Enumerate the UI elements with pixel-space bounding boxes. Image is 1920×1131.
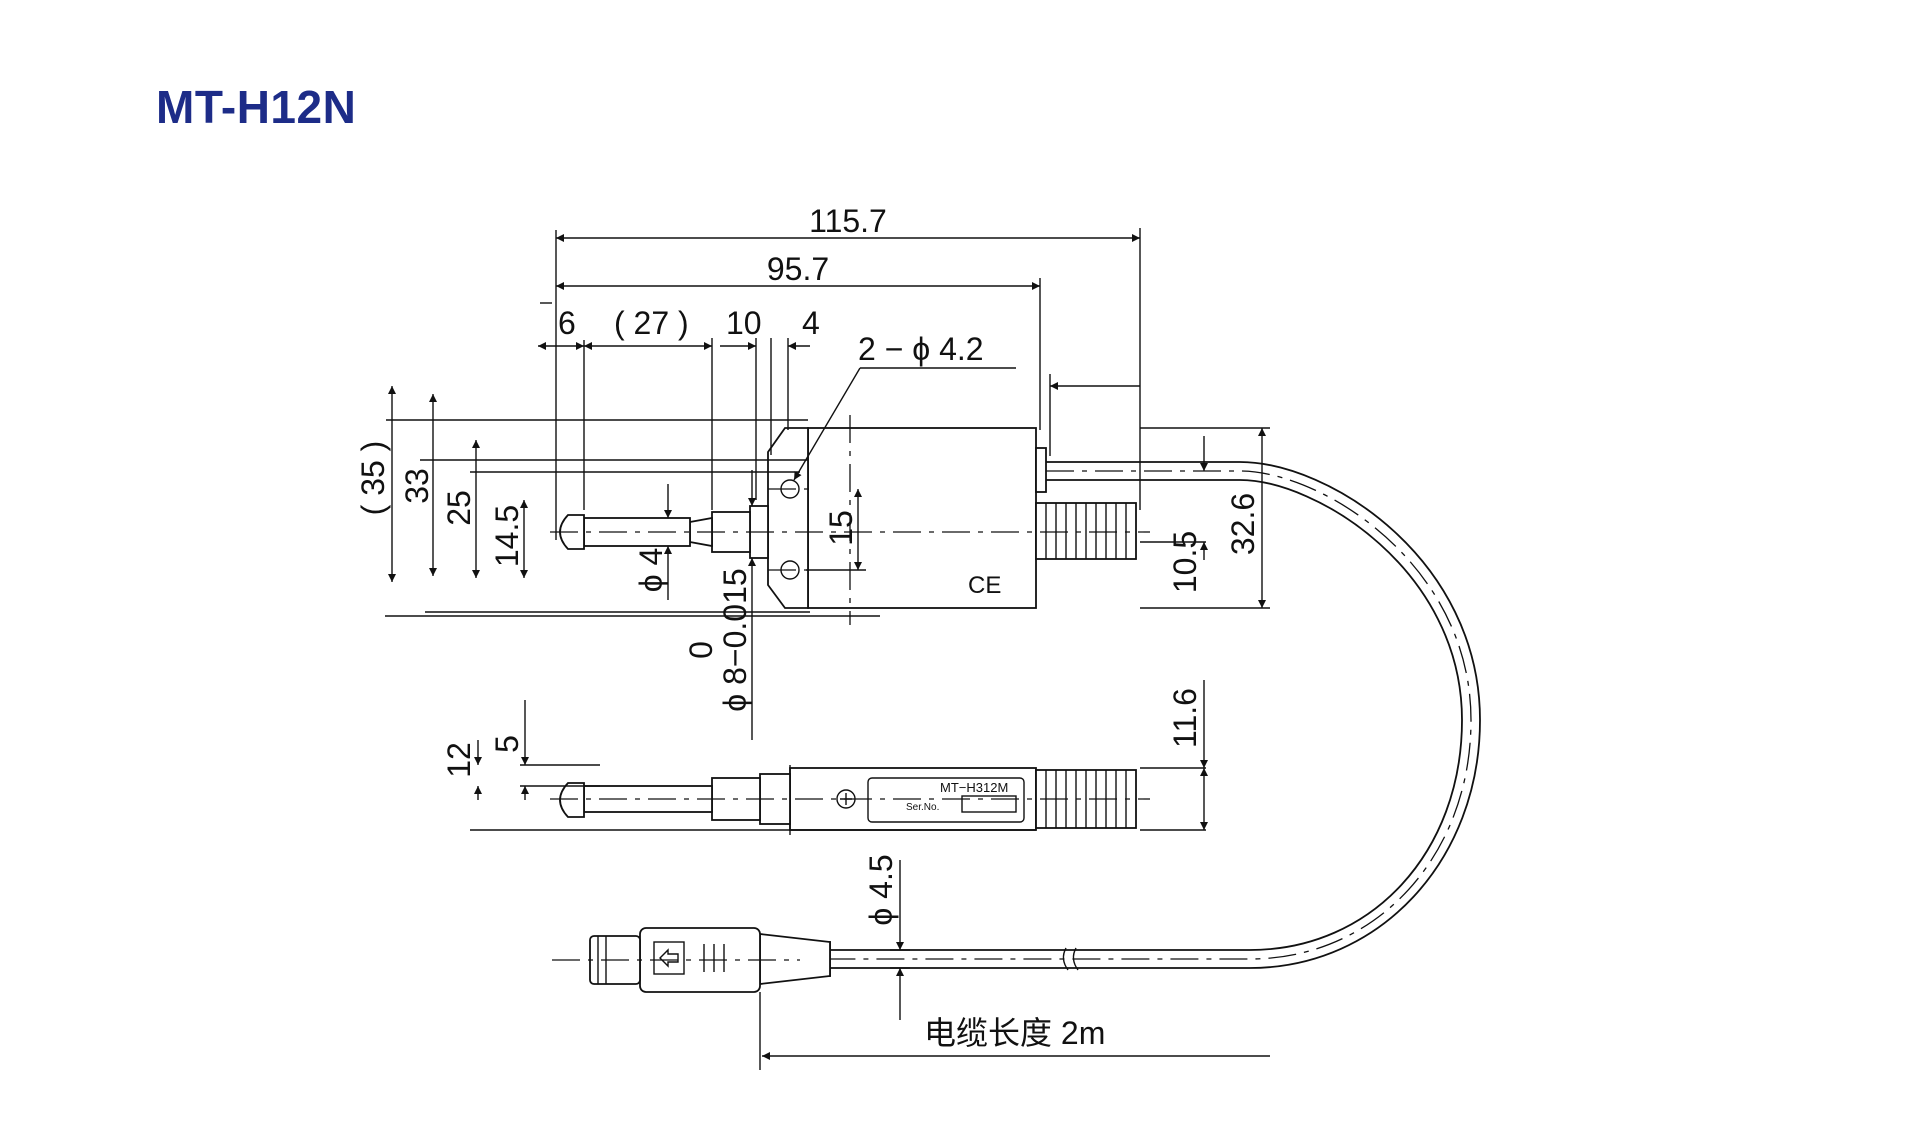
dim-12: 12 bbox=[441, 742, 477, 778]
dim-95-7: 95.7 bbox=[767, 251, 829, 287]
dim-15: 15 bbox=[823, 510, 859, 546]
connector-arrow-box bbox=[653, 941, 685, 975]
side-contact-tip bbox=[559, 782, 585, 818]
name-plate bbox=[867, 777, 1025, 823]
top-view: CE bbox=[550, 415, 1150, 625]
dimension-lines bbox=[385, 228, 1270, 1070]
dim-25: 25 bbox=[441, 490, 477, 526]
dim-35: ( 35 ) bbox=[355, 441, 391, 516]
side-view: MT−H312M Ser.No. bbox=[550, 765, 1150, 835]
dim-10-5: 10.5 bbox=[1167, 531, 1203, 593]
dim-4: 4 bbox=[802, 305, 820, 341]
dim-6: 6 bbox=[558, 305, 576, 341]
dim-phi-4: ϕ 4 bbox=[633, 548, 669, 593]
dim-phi-8: ϕ 8−0.015 bbox=[717, 568, 753, 711]
dim-33: 33 bbox=[399, 468, 435, 504]
mounting-flange bbox=[767, 427, 809, 609]
dim-115-7: 115.7 bbox=[809, 203, 887, 239]
dim-32-6: 32.6 bbox=[1225, 493, 1261, 555]
serial-label: Ser.No. bbox=[906, 802, 939, 813]
dim-tol-zero: 0 bbox=[683, 641, 719, 659]
dim-10: 10 bbox=[726, 305, 762, 341]
ce-mark: CE bbox=[968, 572, 1001, 599]
dim-11-6: 11.6 bbox=[1167, 688, 1203, 748]
dim-5: 5 bbox=[489, 735, 525, 753]
dimension-labels: 115.7 95.7 6 ( 27 ) 10 4 2 − ϕ 4.2 ( 35 … bbox=[355, 203, 1261, 1051]
sensor-body bbox=[807, 427, 1037, 609]
cable bbox=[552, 461, 1481, 993]
dim-14-5: 14.5 bbox=[489, 505, 525, 567]
dim-phi-4-5: ϕ 4.5 bbox=[863, 854, 899, 925]
dim-27: ( 27 ) bbox=[614, 305, 689, 341]
page-title: MT-H12N bbox=[156, 81, 357, 133]
cable-length-label: 电缆长度 2m bbox=[924, 1015, 1105, 1051]
strain-relief bbox=[759, 932, 831, 986]
dim-holes: 2 − ϕ 4.2 bbox=[858, 331, 984, 367]
model-label: MT−H312M bbox=[940, 780, 1008, 795]
